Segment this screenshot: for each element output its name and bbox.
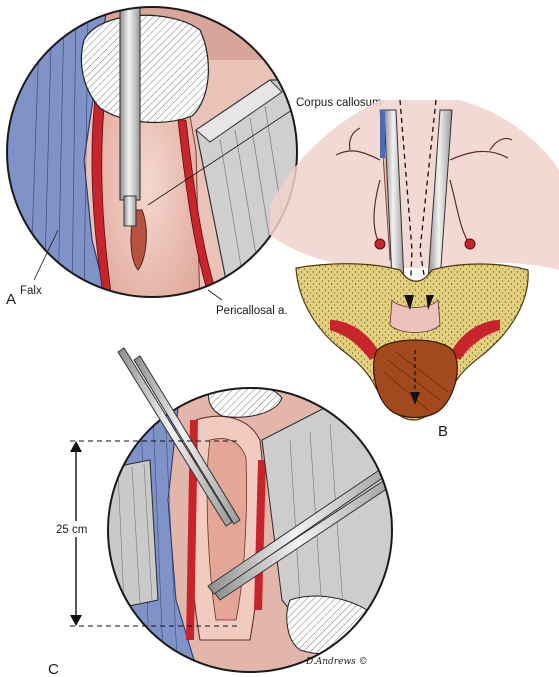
panel-a [6, 6, 298, 301]
right-artery [177, 119, 219, 297]
left-pericallosal-dot [374, 238, 386, 250]
c-forceps-upper [207, 455, 392, 595]
arrow-right [426, 295, 434, 310]
callosal-body [389, 298, 441, 333]
c-instrument-top-2 [133, 355, 241, 525]
leader-pericallosal [207, 289, 223, 301]
leader-falx [33, 229, 59, 281]
right-cortex-strip [450, 320, 500, 360]
right-pericallosal-dot [464, 238, 476, 250]
arrow-down [410, 392, 420, 405]
suction-tube [119, 7, 141, 201]
measure-arrow-top [70, 441, 82, 452]
panel-c [54, 347, 393, 673]
measure-label: 25 cm [56, 524, 87, 536]
c-cotton-patty [208, 388, 283, 418]
left-artery [91, 69, 113, 297]
panel-label-c: C [48, 661, 59, 677]
cotton-patty [80, 14, 210, 123]
leader-corpus-callosum [147, 109, 293, 206]
panel-label-b: B [438, 423, 448, 440]
c-instrument-top-1 [117, 347, 233, 527]
measure-arrow-bottom [70, 615, 82, 626]
label-falx: Falx [20, 285, 42, 297]
c-forceps-lower [213, 469, 392, 601]
left-cortex-strip [330, 320, 380, 360]
panel-b [270, 99, 559, 421]
arrow-left [404, 295, 414, 310]
hemisphere-surface [270, 100, 559, 270]
label-pericallosal: Pericallosal a. [216, 305, 288, 317]
panel-label-a: A [6, 291, 16, 308]
artist-signature: D.Andrews © [305, 657, 368, 667]
label-corpus-callosum: Corpus callosum [296, 97, 382, 109]
